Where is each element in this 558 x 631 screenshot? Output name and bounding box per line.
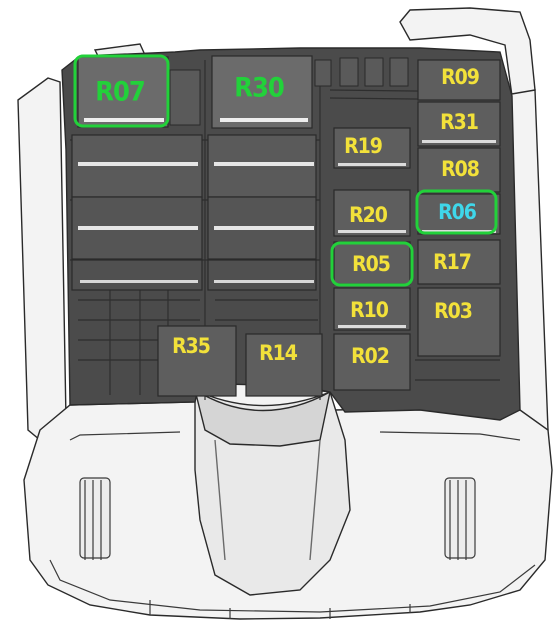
back-relay-blocks bbox=[71, 134, 317, 291]
relay-label-r07[interactable]: R07 bbox=[95, 77, 146, 108]
relay-label-r09[interactable]: R09 bbox=[441, 65, 480, 89]
relay-label-r14[interactable]: R14 bbox=[259, 341, 299, 365]
relay-label-r17[interactable]: R17 bbox=[433, 250, 472, 274]
cover-details bbox=[49, 431, 536, 619]
middle-column-relays bbox=[333, 127, 411, 391]
relay-label-r35[interactable]: R35 bbox=[172, 334, 211, 358]
highlight-box-r05 bbox=[330, 241, 414, 287]
relay-label-r20[interactable]: R20 bbox=[349, 203, 389, 227]
relay-label-r02[interactable]: R02 bbox=[351, 344, 390, 368]
relay-label-r30[interactable]: R30 bbox=[234, 73, 285, 104]
relay-label-r08[interactable]: R08 bbox=[441, 157, 480, 181]
relay-labels: R07 R30 R09 R31 R19 R08 R20 R06 R05 R17 … bbox=[95, 65, 480, 368]
relay-label-r31[interactable]: R31 bbox=[440, 110, 479, 134]
relay-label-r06[interactable]: R06 bbox=[438, 200, 478, 224]
right-column-relays bbox=[417, 59, 501, 357]
relay-label-r03[interactable]: R03 bbox=[434, 299, 473, 323]
relay-label-r05[interactable]: R05 bbox=[352, 252, 391, 276]
highlight-boxes bbox=[73, 54, 498, 287]
highlight-box-r06 bbox=[415, 189, 498, 235]
highlight-box-r07 bbox=[73, 54, 170, 128]
relay-label-r10[interactable]: R10 bbox=[350, 298, 390, 322]
lower-relays bbox=[157, 325, 323, 397]
center-channel bbox=[193, 388, 351, 596]
top-connectors bbox=[169, 57, 409, 126]
relay-label-r19[interactable]: R19 bbox=[344, 134, 383, 158]
